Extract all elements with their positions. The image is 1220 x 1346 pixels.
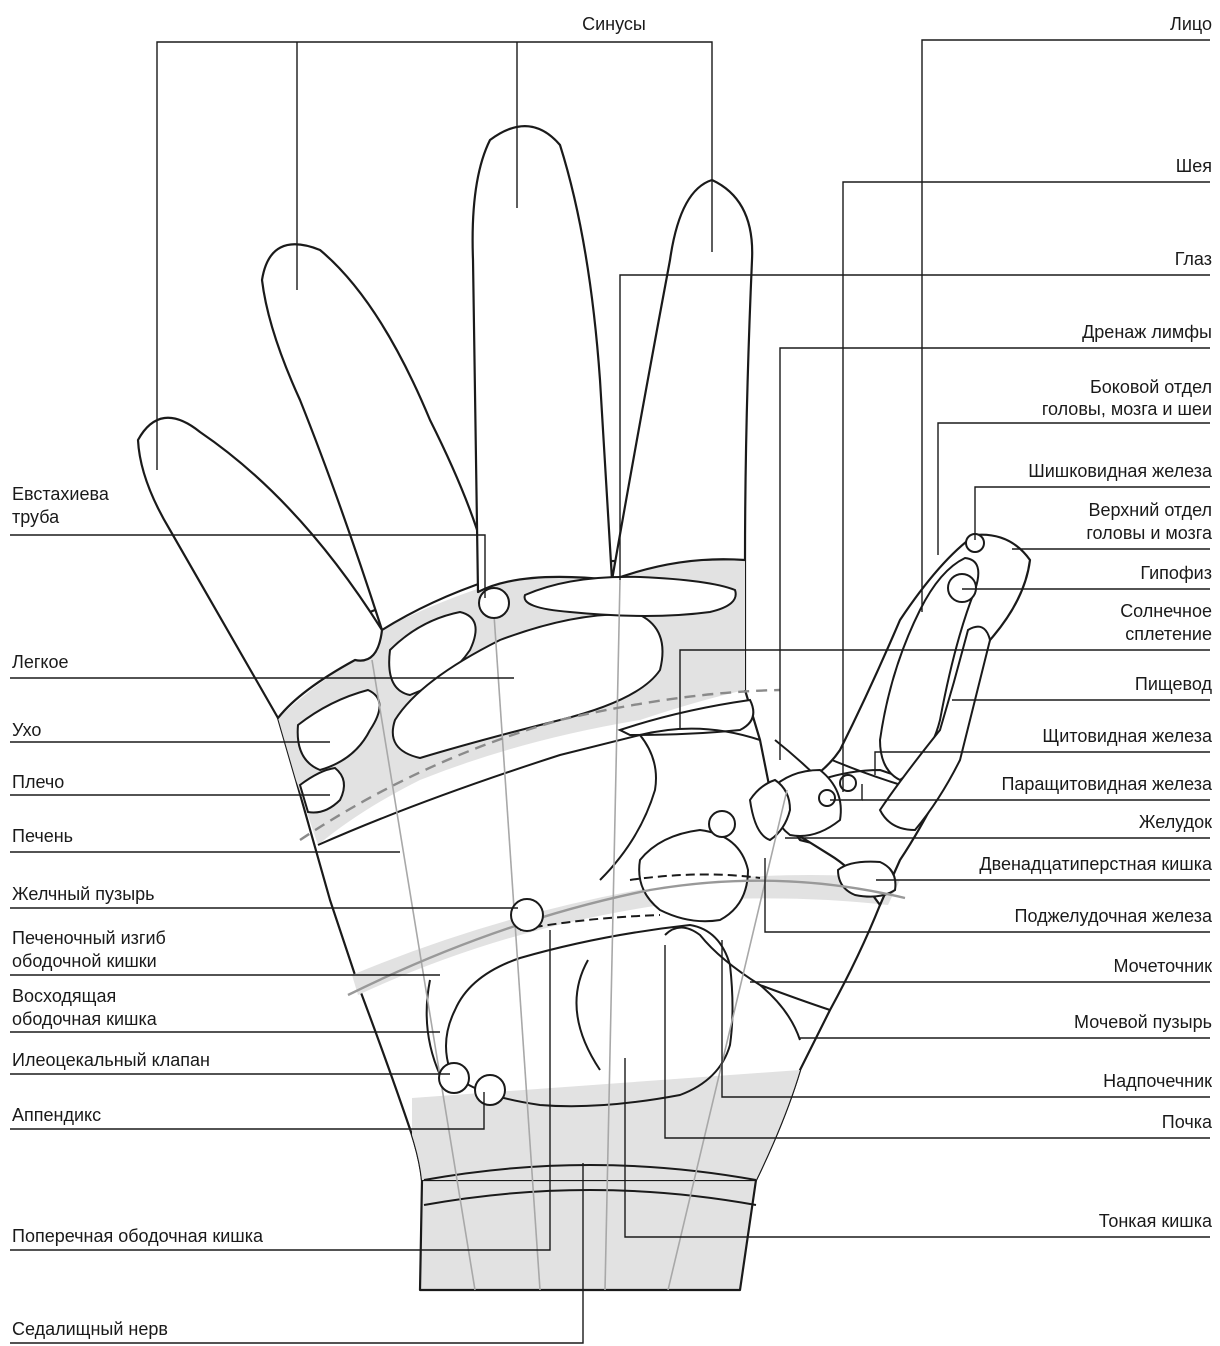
label-pituitary: Гипофиз	[1140, 563, 1212, 583]
ileocecal-point	[439, 1063, 469, 1093]
label-sciatic-nerve: Седалищный нерв	[12, 1319, 168, 1339]
label-lung: Легкое	[12, 652, 69, 672]
appendix-point	[475, 1075, 505, 1105]
label-eye: Глаз	[1175, 249, 1212, 269]
label-sinuses: Синусы	[582, 14, 646, 34]
gallbladder-point	[511, 899, 543, 931]
label-side-head-line2: головы, мозга и шеи	[1042, 399, 1212, 419]
label-kidney: Почка	[1162, 1112, 1213, 1132]
label-ascending-colon-line2: ободочная кишка	[12, 1009, 158, 1029]
hand-illustration	[138, 126, 1030, 1290]
label-small-intestine: Тонкая кишка	[1099, 1211, 1213, 1231]
duodenum-point	[709, 811, 735, 837]
label-neck: Шея	[1176, 156, 1212, 176]
label-hepatic-flexure-line2: ободочной кишки	[12, 951, 157, 971]
label-ileocecal-valve: Илеоцекальный клапан	[12, 1050, 210, 1070]
label-thyroid: Щитовидная железа	[1042, 726, 1213, 746]
label-pineal: Шишковидная железа	[1028, 461, 1213, 481]
label-pancreas: Поджелудочная железа	[1015, 906, 1213, 926]
label-side-head-line1: Боковой отдел	[1090, 377, 1212, 397]
label-parathyroid: Паращитовидная железа	[1001, 774, 1213, 794]
label-esophagus: Пищевод	[1135, 674, 1213, 694]
middle-finger	[473, 126, 612, 592]
label-eustachian-line2: труба	[12, 507, 60, 527]
label-shoulder: Плечо	[12, 772, 64, 792]
label-duodenum: Двенадцатиперстная кишка	[979, 854, 1213, 874]
label-liver: Печень	[12, 826, 73, 846]
parathyroid-point-2	[819, 790, 835, 806]
pituitary-point	[948, 574, 976, 602]
label-stomach: Желудок	[1139, 812, 1212, 832]
label-hepatic-flexure-line1: Печеночный изгиб	[12, 928, 166, 948]
label-lymph-drainage: Дренаж лимфы	[1082, 322, 1212, 342]
label-appendix: Аппендикс	[12, 1105, 101, 1125]
label-bladder: Мочевой пузырь	[1074, 1012, 1212, 1032]
label-solar-plexus-line2: сплетение	[1125, 624, 1212, 644]
label-gallbladder: Желчный пузырь	[12, 884, 155, 904]
label-ureter: Мочеточник	[1113, 956, 1212, 976]
label-ear: Ухо	[12, 720, 41, 740]
label-face: Лицо	[1170, 14, 1212, 34]
eustachian-point	[479, 588, 509, 618]
label-solar-plexus-line1: Солнечное	[1120, 601, 1212, 621]
label-eustachian-line1: Евстахиева	[12, 484, 110, 504]
label-transverse-colon: Поперечная ободочная кишка	[12, 1226, 264, 1246]
label-top-head-line2: головы и мозга	[1086, 523, 1213, 543]
label-ascending-colon-line1: Восходящая	[12, 986, 116, 1006]
label-top-head-line1: Верхний отдел	[1088, 500, 1212, 520]
index-finger	[612, 180, 752, 580]
label-adrenal: Надпочечник	[1103, 1071, 1212, 1091]
